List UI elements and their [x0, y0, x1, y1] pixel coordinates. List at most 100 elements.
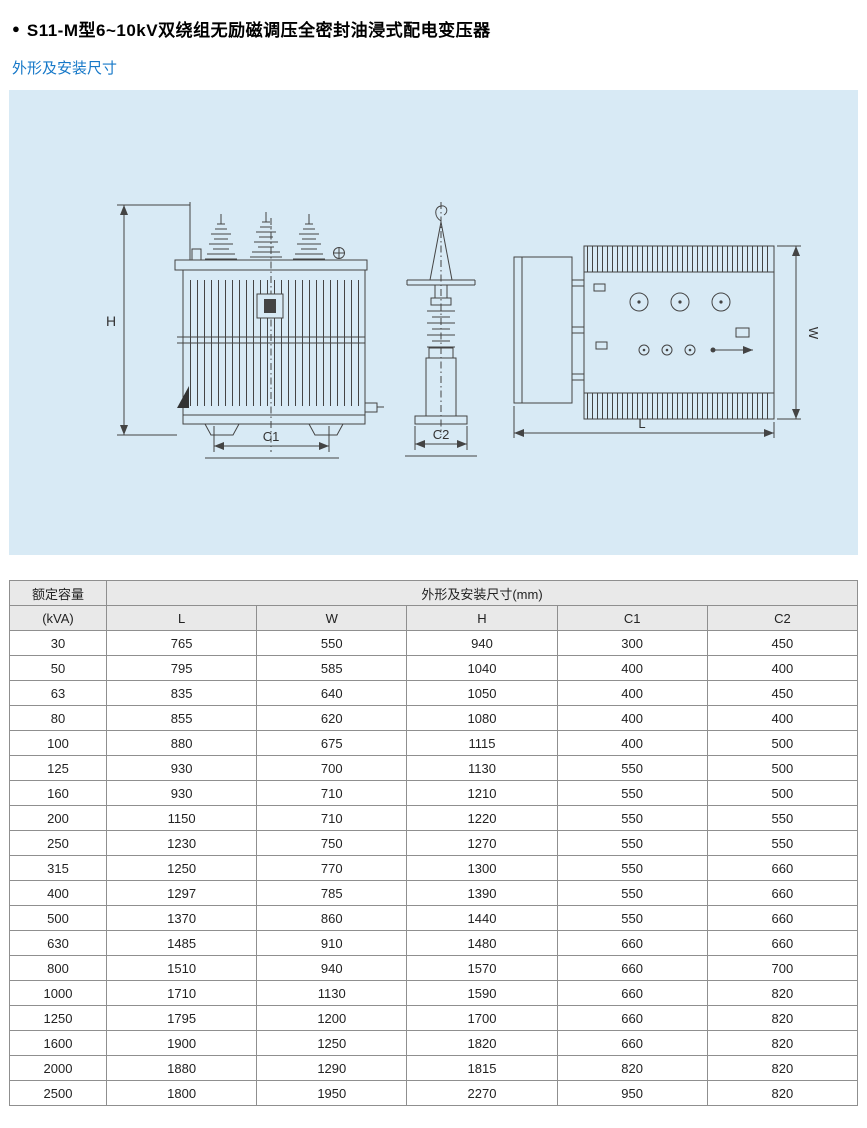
dimension-cell: 1485 — [105, 930, 258, 956]
dimension-cell: 1590 — [406, 980, 558, 1006]
col-header-c2: C2 — [706, 605, 859, 631]
dimension-cell: 765 — [105, 630, 258, 656]
dimension-cell: 940 — [256, 955, 408, 981]
dimension-cell: 1080 — [406, 705, 558, 731]
dimension-cell: 940 — [406, 630, 558, 656]
dimension-cell: 1700 — [406, 1005, 558, 1031]
dimension-cell: 1440 — [406, 905, 558, 931]
dimension-cell: 710 — [256, 805, 408, 831]
dimension-cell: 400 — [556, 730, 708, 756]
dimension-cell: 1297 — [105, 880, 258, 906]
kva-cell: 800 — [9, 955, 107, 981]
dimension-cell: 1130 — [406, 755, 558, 781]
transformer-drawing: H C1 C2 W L — [106, 202, 821, 459]
dimension-cell: 500 — [706, 755, 859, 781]
dimension-cell: 500 — [706, 730, 859, 756]
bushing-detail-view — [405, 202, 477, 457]
col-header-l: L — [105, 605, 258, 631]
dimension-cell: 1050 — [406, 680, 558, 706]
kva-cell: 2000 — [9, 1055, 107, 1081]
dimension-cell: 855 — [105, 705, 258, 731]
dimension-cell: 820 — [706, 1005, 859, 1031]
dimension-cell: 1250 — [105, 855, 258, 881]
header-row-group: 额定容量 外形及安装尺寸(mm) — [9, 580, 858, 606]
col-header-c1: C1 — [556, 605, 708, 631]
header-row-columns: (kVA) L W H C1 C2 — [9, 605, 859, 631]
dimension-cell: 910 — [256, 930, 408, 956]
kva-cell: 315 — [9, 855, 107, 881]
dimension-cell: 550 — [556, 780, 708, 806]
dimension-cell: 710 — [256, 780, 408, 806]
dimension-cell: 795 — [105, 655, 258, 681]
dimension-cell: 930 — [105, 755, 258, 781]
dimension-cell: 820 — [706, 1055, 859, 1081]
dimension-cell: 820 — [706, 1080, 859, 1106]
dimension-cell: 550 — [556, 905, 708, 931]
dimension-cell: 700 — [256, 755, 408, 781]
dimension-cell: 400 — [556, 680, 708, 706]
dimension-cell: 1250 — [256, 1030, 408, 1056]
dimension-cell: 930 — [105, 780, 258, 806]
kva-cell: 1000 — [9, 980, 107, 1006]
dim-label-c2: C2 — [433, 427, 450, 442]
kva-cell: 2500 — [9, 1080, 107, 1106]
dimension-cell: 1710 — [105, 980, 258, 1006]
top-view — [513, 245, 801, 438]
dimension-cell: 400 — [706, 655, 859, 681]
dim-label-c1: C1 — [263, 429, 280, 444]
dimension-cell: 400 — [556, 655, 708, 681]
dimension-cell: 1220 — [406, 805, 558, 831]
dimension-cell: 700 — [706, 955, 859, 981]
dimension-cell: 1040 — [406, 655, 558, 681]
kva-cell: 50 — [9, 655, 107, 681]
dimension-cell: 400 — [556, 705, 708, 731]
dimension-cell: 880 — [105, 730, 258, 756]
dimension-cell: 785 — [256, 880, 408, 906]
section-subtitle: 外形及安装尺寸 — [12, 60, 118, 77]
kva-cell: 250 — [9, 830, 107, 856]
dimension-cell: 820 — [556, 1055, 708, 1081]
dimension-cell: 550 — [556, 855, 708, 881]
dimension-cell: 660 — [706, 930, 859, 956]
dimension-cell: 1880 — [105, 1055, 258, 1081]
dimension-cell: 660 — [556, 955, 708, 981]
dimension-cell: 1150 — [105, 805, 258, 831]
dimension-cell: 1370 — [105, 905, 258, 931]
dimension-cell: 1210 — [406, 780, 558, 806]
dimension-cell: 500 — [706, 780, 859, 806]
dimension-cell: 660 — [706, 855, 859, 881]
dimension-cell: 1480 — [406, 930, 558, 956]
kva-cell: 125 — [9, 755, 107, 781]
dimension-cell: 400 — [706, 705, 859, 731]
dimension-cell: 1795 — [105, 1005, 258, 1031]
page-title: S11-M型6~10kV双绕组无励磁调压全密封油浸式配电变压器 — [26, 21, 491, 40]
dimension-cell: 820 — [706, 980, 859, 1006]
dimension-cell: 550 — [706, 805, 859, 831]
dimension-cell: 640 — [256, 680, 408, 706]
col-subheader-kva: (kVA) — [9, 605, 107, 631]
front-view — [117, 202, 384, 459]
dimension-cell: 300 — [556, 630, 708, 656]
dimension-cell: 660 — [556, 980, 708, 1006]
dimension-cell: 550 — [556, 830, 708, 856]
kva-cell: 63 — [9, 680, 107, 706]
dimension-cell: 950 — [556, 1080, 708, 1106]
dimension-cell: 1800 — [105, 1080, 258, 1106]
product-title-row: ● S11-M型6~10kV双绕组无励磁调压全密封油浸式配电变压器 — [9, 16, 858, 41]
dimension-cell: 585 — [256, 655, 408, 681]
dim-label-l: L — [638, 416, 645, 431]
dimension-cell: 1390 — [406, 880, 558, 906]
